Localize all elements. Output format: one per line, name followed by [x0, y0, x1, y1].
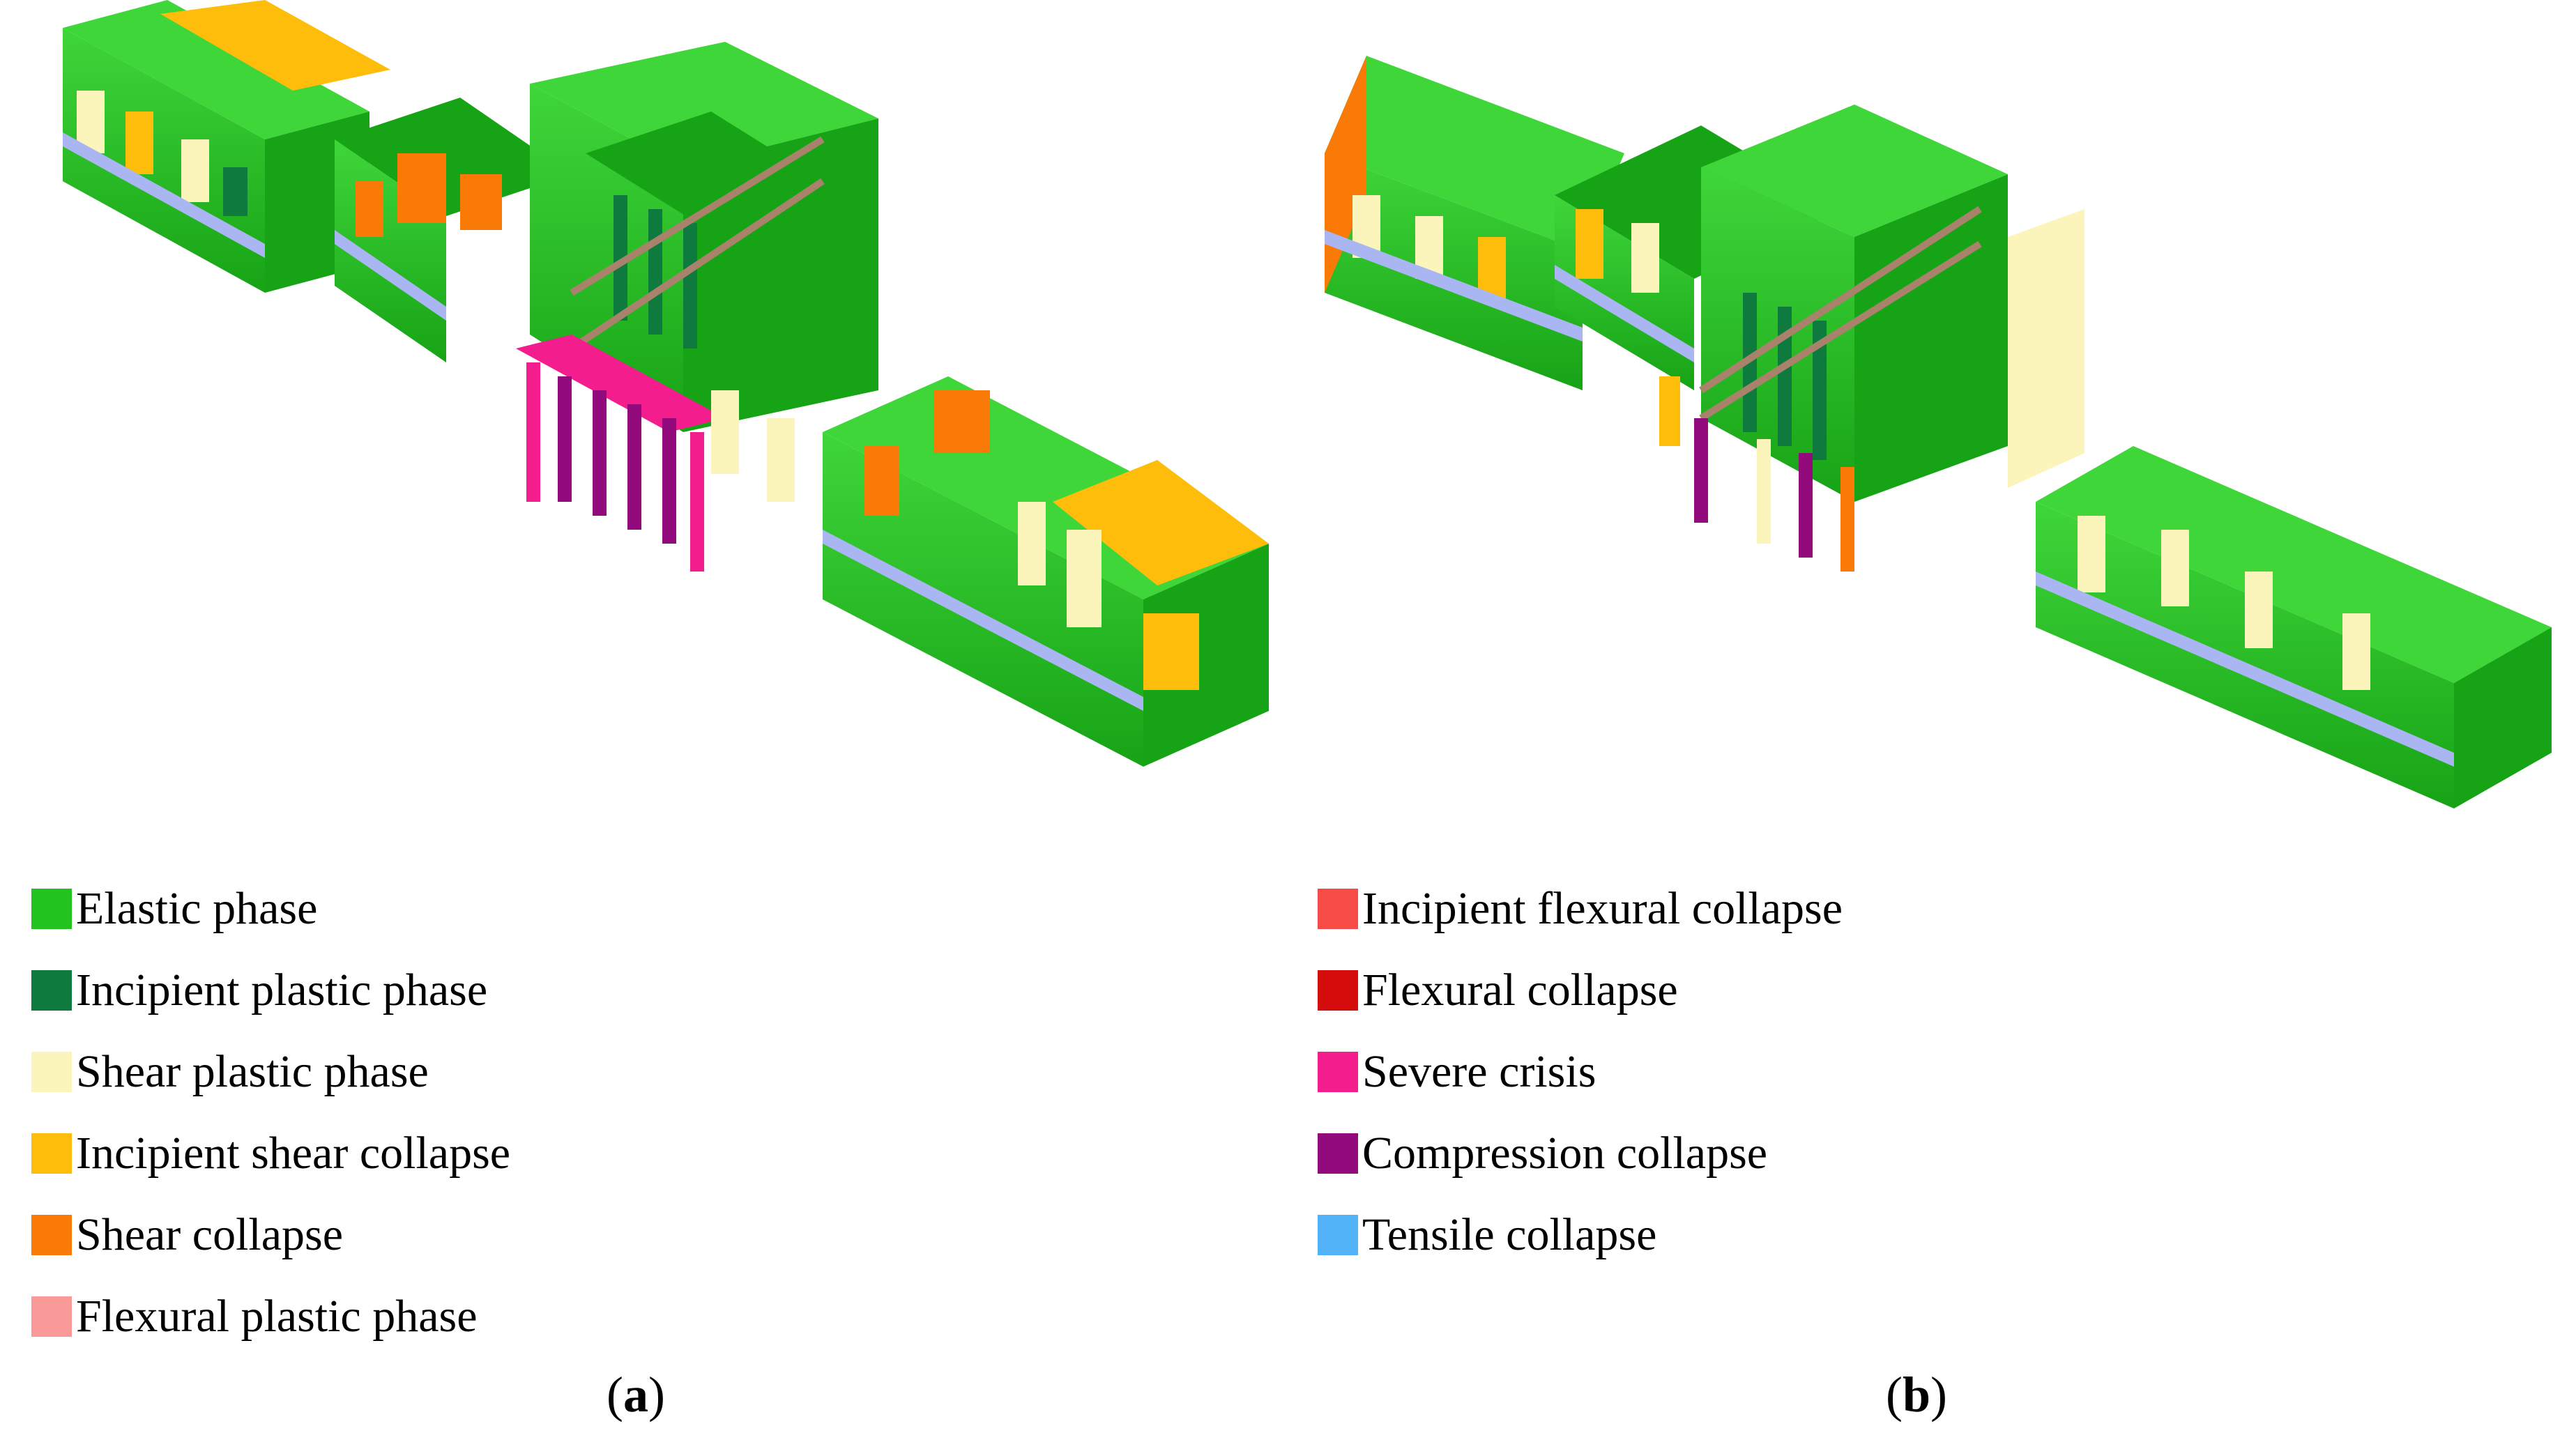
legend-item-elastic-phase: Elastic phase — [31, 868, 510, 949]
legend-swatch — [1318, 969, 1358, 1011]
left-wing-b — [1325, 56, 1624, 390]
legend-swatch — [1318, 1051, 1358, 1092]
caption-close: ) — [648, 1367, 665, 1423]
legend-item-incipient-plastic-phase: Incipient plastic phase — [31, 949, 510, 1031]
central-block-a — [516, 42, 878, 572]
legend-swatch — [31, 1133, 72, 1174]
right-wing-b — [2036, 446, 2552, 808]
legend-swatch — [31, 1296, 72, 1337]
legend-swatch — [1318, 888, 1358, 929]
legend-item-incipient-shear-collapse: Incipient shear collapse — [31, 1112, 510, 1194]
legend-label: Severe crisis — [1362, 1045, 1596, 1097]
legend-item-flexural-plastic-phase: Flexural plastic phase — [31, 1275, 510, 1357]
legend-label: Incipient plastic phase — [76, 964, 488, 1015]
caption-letter: a — [623, 1367, 648, 1423]
legend-label: Shear collapse — [76, 1209, 344, 1260]
central-block-b — [1659, 105, 2085, 572]
legend-item-shear-plastic-phase: Shear plastic phase — [31, 1031, 510, 1112]
legend-swatch — [31, 888, 72, 929]
caption-close: ) — [1930, 1367, 1948, 1423]
caption-letter: b — [1902, 1367, 1931, 1423]
caption-b: (b) — [1886, 1370, 1947, 1420]
legend-left: Elastic phase Incipient plastic phase Sh… — [31, 868, 510, 1357]
left-wing-a — [63, 0, 390, 293]
legend-label: Flexural collapse — [1362, 964, 1678, 1015]
legend-label: Flexural plastic phase — [76, 1290, 478, 1342]
legend-label: Shear plastic phase — [76, 1045, 429, 1097]
legend-item-severe-crisis: Severe crisis — [1318, 1031, 1843, 1112]
legend-item-incipient-flexural-collapse: Incipient flexural collapse — [1318, 868, 1843, 949]
legend-swatch — [31, 1051, 72, 1092]
right-wing-a — [823, 376, 1269, 767]
legend-item-flexural-collapse: Flexural collapse — [1318, 949, 1843, 1031]
legend-label: Elastic phase — [76, 882, 318, 934]
caption-open: ( — [1886, 1367, 1903, 1423]
legend-swatch — [31, 1214, 72, 1255]
legend-swatch — [31, 969, 72, 1011]
building-model-b — [1325, 56, 2552, 808]
caption-open: ( — [607, 1367, 623, 1423]
legend-label: Compression collapse — [1362, 1127, 1768, 1179]
legend-label: Incipient flexural collapse — [1362, 882, 1843, 934]
legend-label: Incipient shear collapse — [76, 1127, 511, 1179]
legend-item-shear-collapse: Shear collapse — [31, 1194, 510, 1275]
legend-swatch — [1318, 1133, 1358, 1174]
legend-right: Incipient flexural collapse Flexural col… — [1318, 868, 1843, 1275]
caption-a: (a) — [607, 1370, 665, 1420]
legend-label: Tensile collapse — [1362, 1209, 1657, 1260]
legend-item-tensile-collapse: Tensile collapse — [1318, 1194, 1843, 1275]
legend-swatch — [1318, 1214, 1358, 1255]
middle-wing-a — [335, 98, 572, 362]
legend-item-compression-collapse: Compression collapse — [1318, 1112, 1843, 1194]
building-model-a — [63, 0, 1269, 767]
